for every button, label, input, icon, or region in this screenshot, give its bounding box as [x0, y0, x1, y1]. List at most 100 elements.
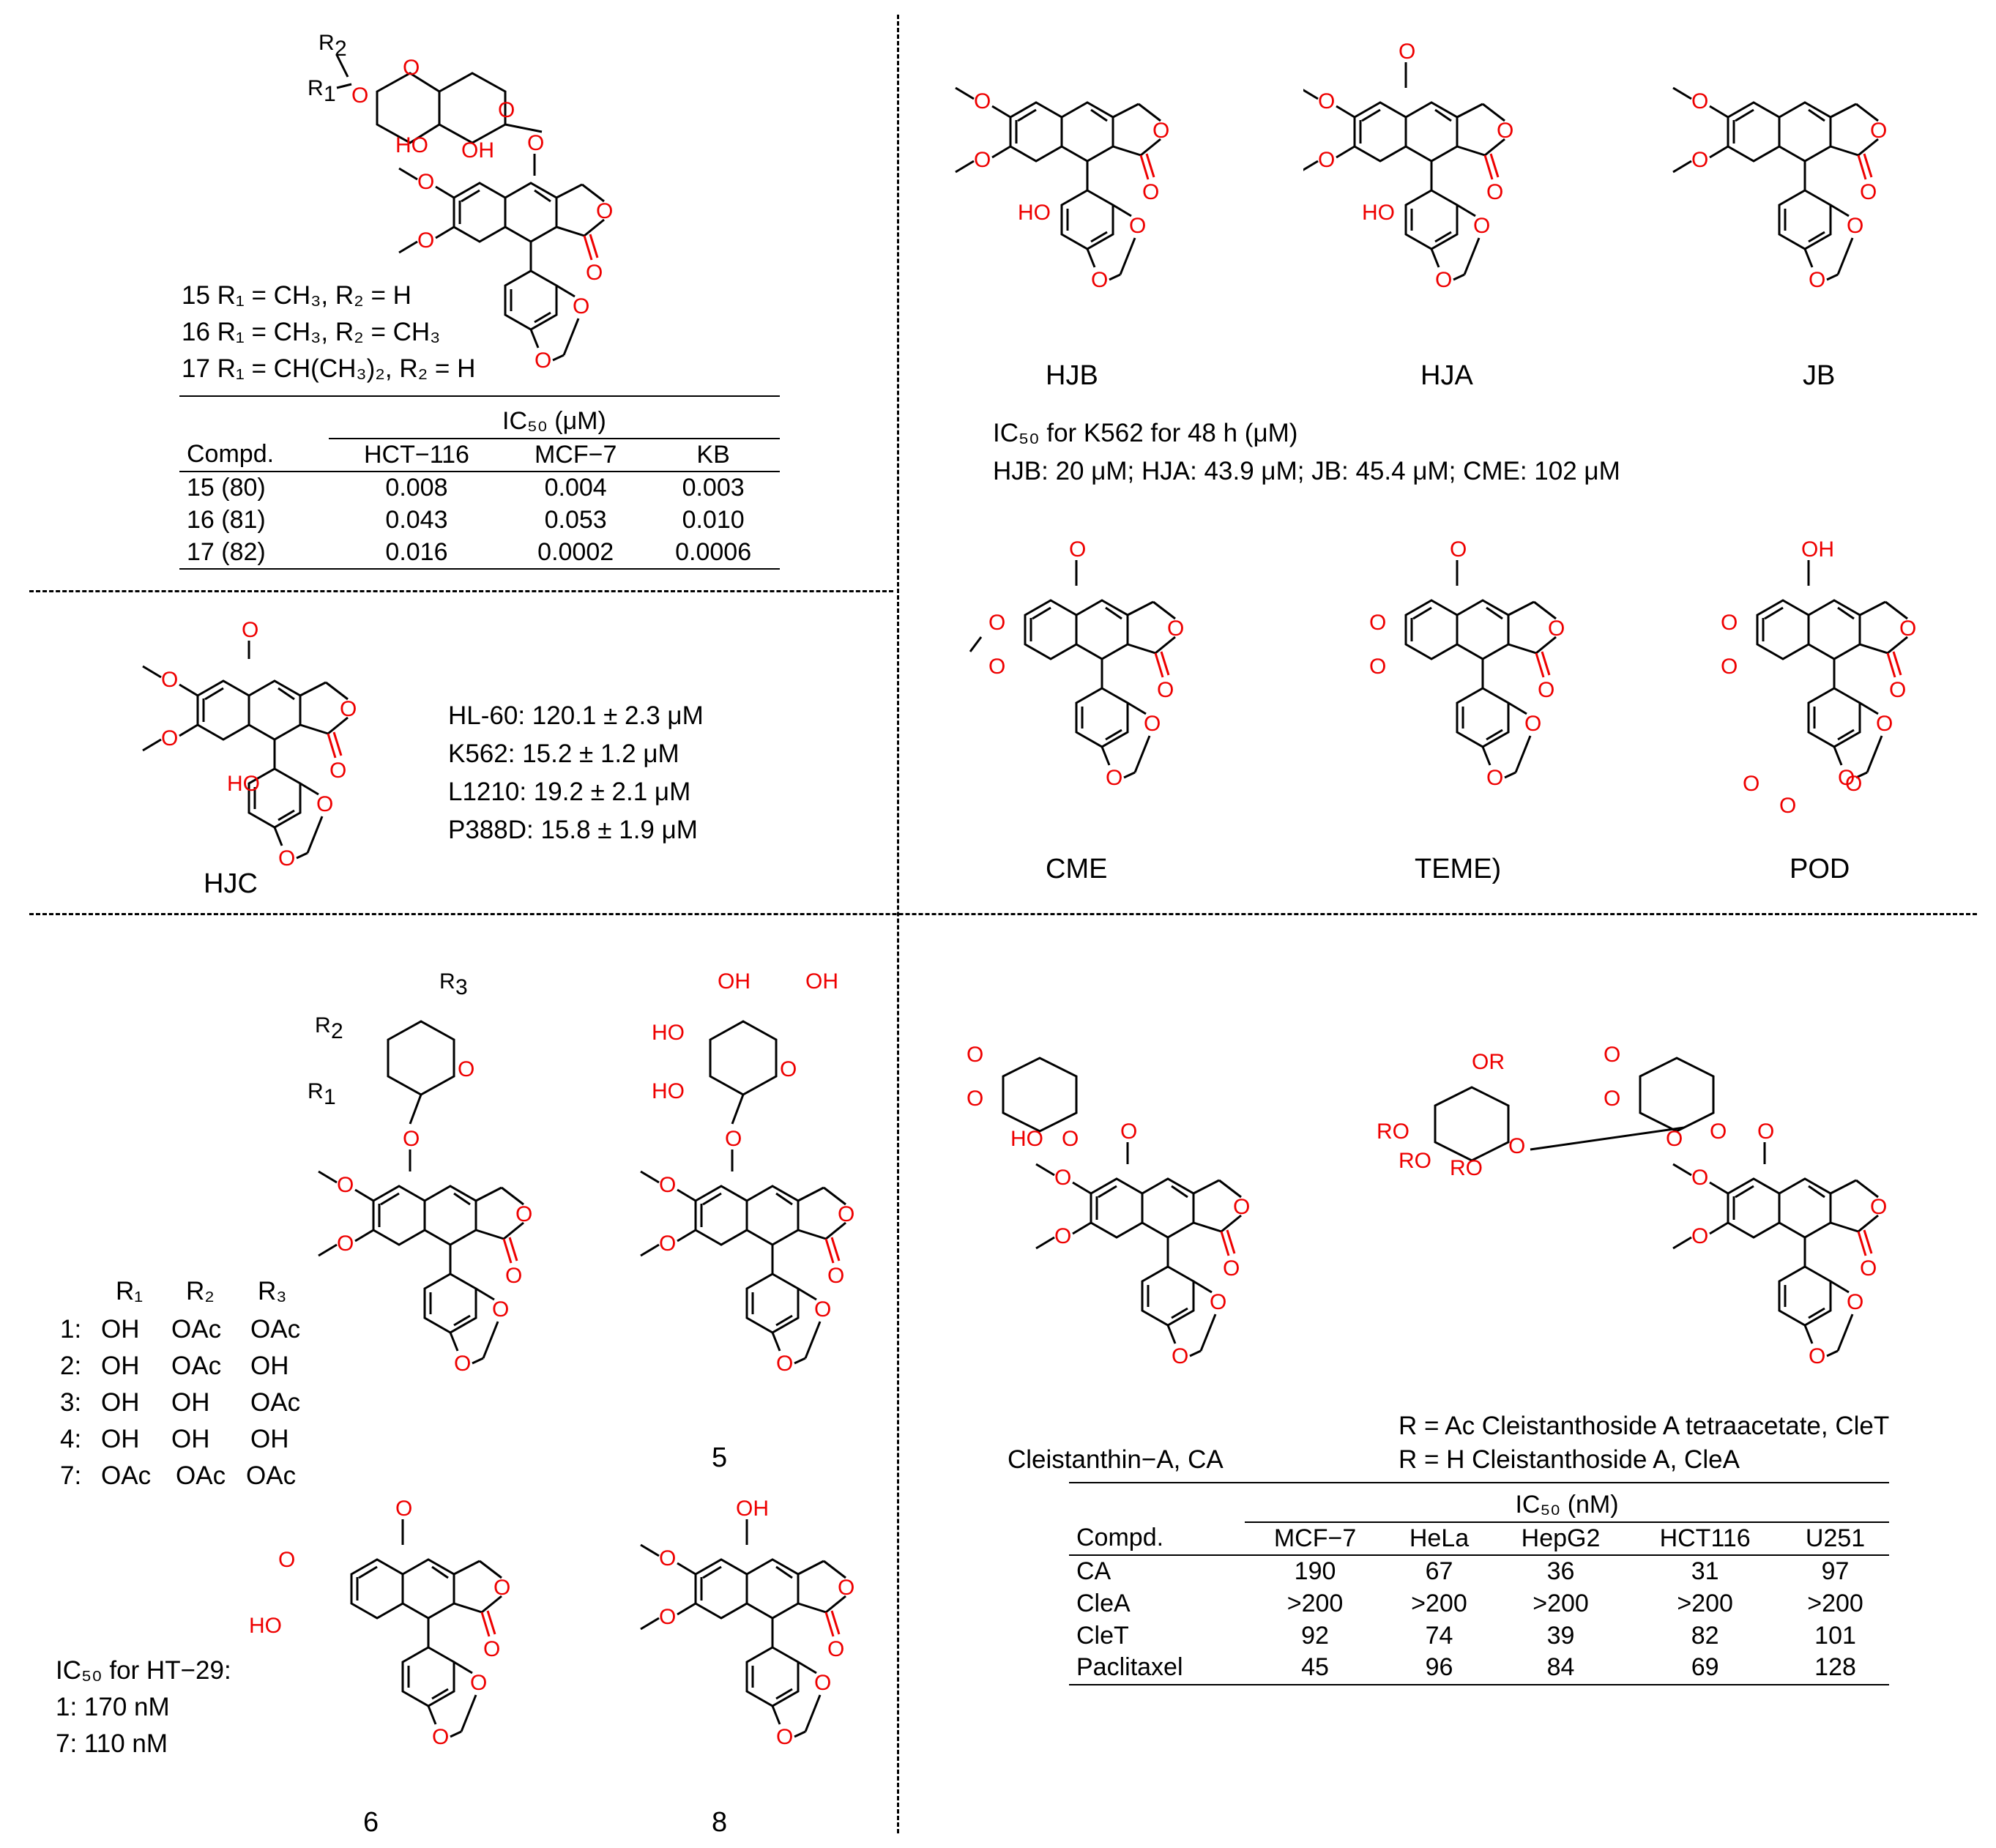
col-kb: KB: [647, 438, 780, 473]
svg-text:O: O: [1399, 40, 1415, 64]
svg-text:HO: HO: [1018, 201, 1051, 225]
ht29-ic50-7: 7: 110 nM: [56, 1729, 168, 1758]
svg-text:O: O: [1710, 1119, 1727, 1144]
svg-text:O: O: [403, 56, 420, 80]
col-hepg2: HepG2: [1492, 1521, 1629, 1557]
svg-text:HO: HO: [1362, 201, 1395, 225]
hjb-structure: HO: [954, 86, 1171, 294]
svg-text:1: 1: [324, 1085, 336, 1109]
svg-text:O: O: [1604, 1043, 1620, 1067]
col-u251: U251: [1781, 1521, 1889, 1557]
r-header-r1: R₁: [116, 1277, 144, 1305]
cleistanthoside-a-structure: OR RO RO RO O O O O O O: [1377, 1043, 1888, 1370]
svg-text:R: R: [319, 31, 335, 55]
svg-text:R: R: [439, 969, 455, 994]
svg-text:OH: OH: [805, 969, 838, 994]
structure-8: OH: [639, 1497, 856, 1751]
label-compound-6: 6: [363, 1807, 379, 1838]
table-header-ic50: IC₅₀ (μM): [328, 406, 780, 439]
svg-text:O: O: [988, 611, 1005, 635]
table-row: CleA >200 >200 >200 >200 >200: [1076, 1590, 1863, 1618]
col-compd: Compd.: [179, 438, 329, 473]
col-mcf7: MCF−7: [1245, 1521, 1386, 1557]
svg-text:O: O: [1721, 655, 1738, 679]
divider-middle: [29, 913, 1977, 915]
table-row: CA 190 67 36 31 97: [1076, 1557, 1850, 1586]
compound-16-line: 16 R₁ = CH₃, R₂ = CH₃: [182, 318, 441, 346]
hjc-structure: O HO: [141, 618, 358, 872]
svg-text:O: O: [725, 1127, 742, 1151]
label-jb: JB: [1803, 360, 1836, 391]
table-row: 17 (82) 0.016 0.0002 0.0006: [179, 536, 780, 570]
svg-text:O: O: [395, 1497, 412, 1521]
svg-text:O: O: [1721, 611, 1738, 635]
svg-text:O: O: [1450, 537, 1467, 562]
table-row: CleT 92 74 39 82 101: [1076, 1621, 1856, 1650]
svg-text:OH: OH: [1801, 537, 1834, 562]
svg-text:HO: HO: [652, 1079, 685, 1103]
svg-text:O: O: [967, 1087, 983, 1111]
svg-text:HO: HO: [395, 133, 428, 157]
svg-text:O: O: [1120, 1119, 1137, 1144]
cme-structure: O OO: [969, 537, 1185, 791]
pod-structure: OH OO OOO: [1721, 537, 1918, 818]
svg-text:RO: RO: [1450, 1156, 1483, 1180]
compound-15-line: 15 R₁ = CH₃, R₂ = H: [182, 281, 412, 310]
svg-text:O: O: [242, 618, 258, 642]
ht29-ic50-title: IC₅₀ for HT−29:: [56, 1656, 231, 1685]
divider-left-upper: [29, 590, 893, 592]
ic50-table-cleistanthins: IC₅₀ (nM) Compd. MCF−7 HeLa HepG2 HCT116…: [1069, 1482, 1889, 1686]
k562-ic50-values: HJB: 20 μM; HJA: 43.9 μM; JB: 45.4 μM; C…: [993, 457, 1620, 485]
svg-text:O: O: [1604, 1087, 1620, 1111]
col-mcf7: MCF−7: [504, 438, 647, 473]
svg-text:HO: HO: [227, 772, 260, 796]
r-header-r2: R₂: [186, 1277, 215, 1305]
svg-text:O: O: [988, 655, 1005, 679]
label-pod: POD: [1790, 854, 1850, 884]
svg-text:RO: RO: [1399, 1149, 1431, 1173]
svg-text:HO: HO: [1010, 1127, 1043, 1151]
svg-text:O: O: [1369, 655, 1386, 679]
table-header-ic50-nm: IC₅₀ (nM): [1245, 1489, 1889, 1523]
svg-text:2: 2: [331, 1019, 343, 1043]
svg-text:HO: HO: [249, 1614, 282, 1638]
hja-structure: O HO: [1303, 40, 1515, 294]
svg-text:O: O: [780, 1057, 797, 1081]
r-header-r3: R₃: [258, 1277, 287, 1305]
col-hct116: HCT116: [1628, 1521, 1782, 1557]
label-hjb: HJB: [1046, 360, 1098, 391]
label-compound-8: 8: [712, 1807, 728, 1838]
k562-ic50-title: IC₅₀ for K562 for 48 h (μM): [993, 419, 1298, 447]
table-row: 16 (81) 0.043 0.053 0.010: [187, 506, 745, 534]
svg-text:O: O: [458, 1057, 474, 1081]
vertical-divider: [897, 15, 899, 1833]
col-hela: HeLa: [1385, 1521, 1493, 1557]
col-compd: Compd.: [1069, 1521, 1245, 1557]
svg-text:OH: OH: [736, 1497, 769, 1521]
svg-text:OH: OH: [461, 138, 494, 163]
svg-text:O: O: [1069, 537, 1086, 562]
label-cme: CME: [1046, 854, 1108, 884]
label-hja: HJA: [1420, 360, 1473, 391]
svg-text:O: O: [351, 83, 368, 108]
svg-text:O: O: [1757, 1119, 1774, 1144]
clea-name: R = H Cleistanthoside A, CleA: [1399, 1445, 1740, 1474]
hjc-l1210: L1210: 19.2 ± 2.1 μM: [448, 778, 691, 806]
hjc-hl60: HL-60: 120.1 ± 2.3 μM: [448, 701, 704, 730]
label-teme: TEME): [1415, 854, 1502, 884]
hjc-p388d: P388D: 15.8 ± 1.9 μM: [448, 816, 698, 844]
svg-text:RO: RO: [1377, 1119, 1410, 1144]
svg-text:3: 3: [455, 975, 468, 999]
hjc-k562: K562: 15.2 ± 1.2 μM: [448, 739, 679, 768]
svg-text:R: R: [315, 1013, 331, 1037]
glucoside-structure-5: OH OH HO HO O O: [639, 969, 856, 1377]
label-compound-5: 5: [712, 1442, 728, 1473]
svg-text:R: R: [308, 76, 324, 100]
svg-text:OR: OR: [1472, 1050, 1505, 1074]
ht29-ic50-1: 1: 170 nM: [56, 1693, 170, 1721]
svg-text:O: O: [967, 1043, 983, 1067]
cleistanthin-a-name: Cleistanthin−A, CA: [1008, 1445, 1224, 1474]
svg-text:O: O: [498, 98, 515, 122]
